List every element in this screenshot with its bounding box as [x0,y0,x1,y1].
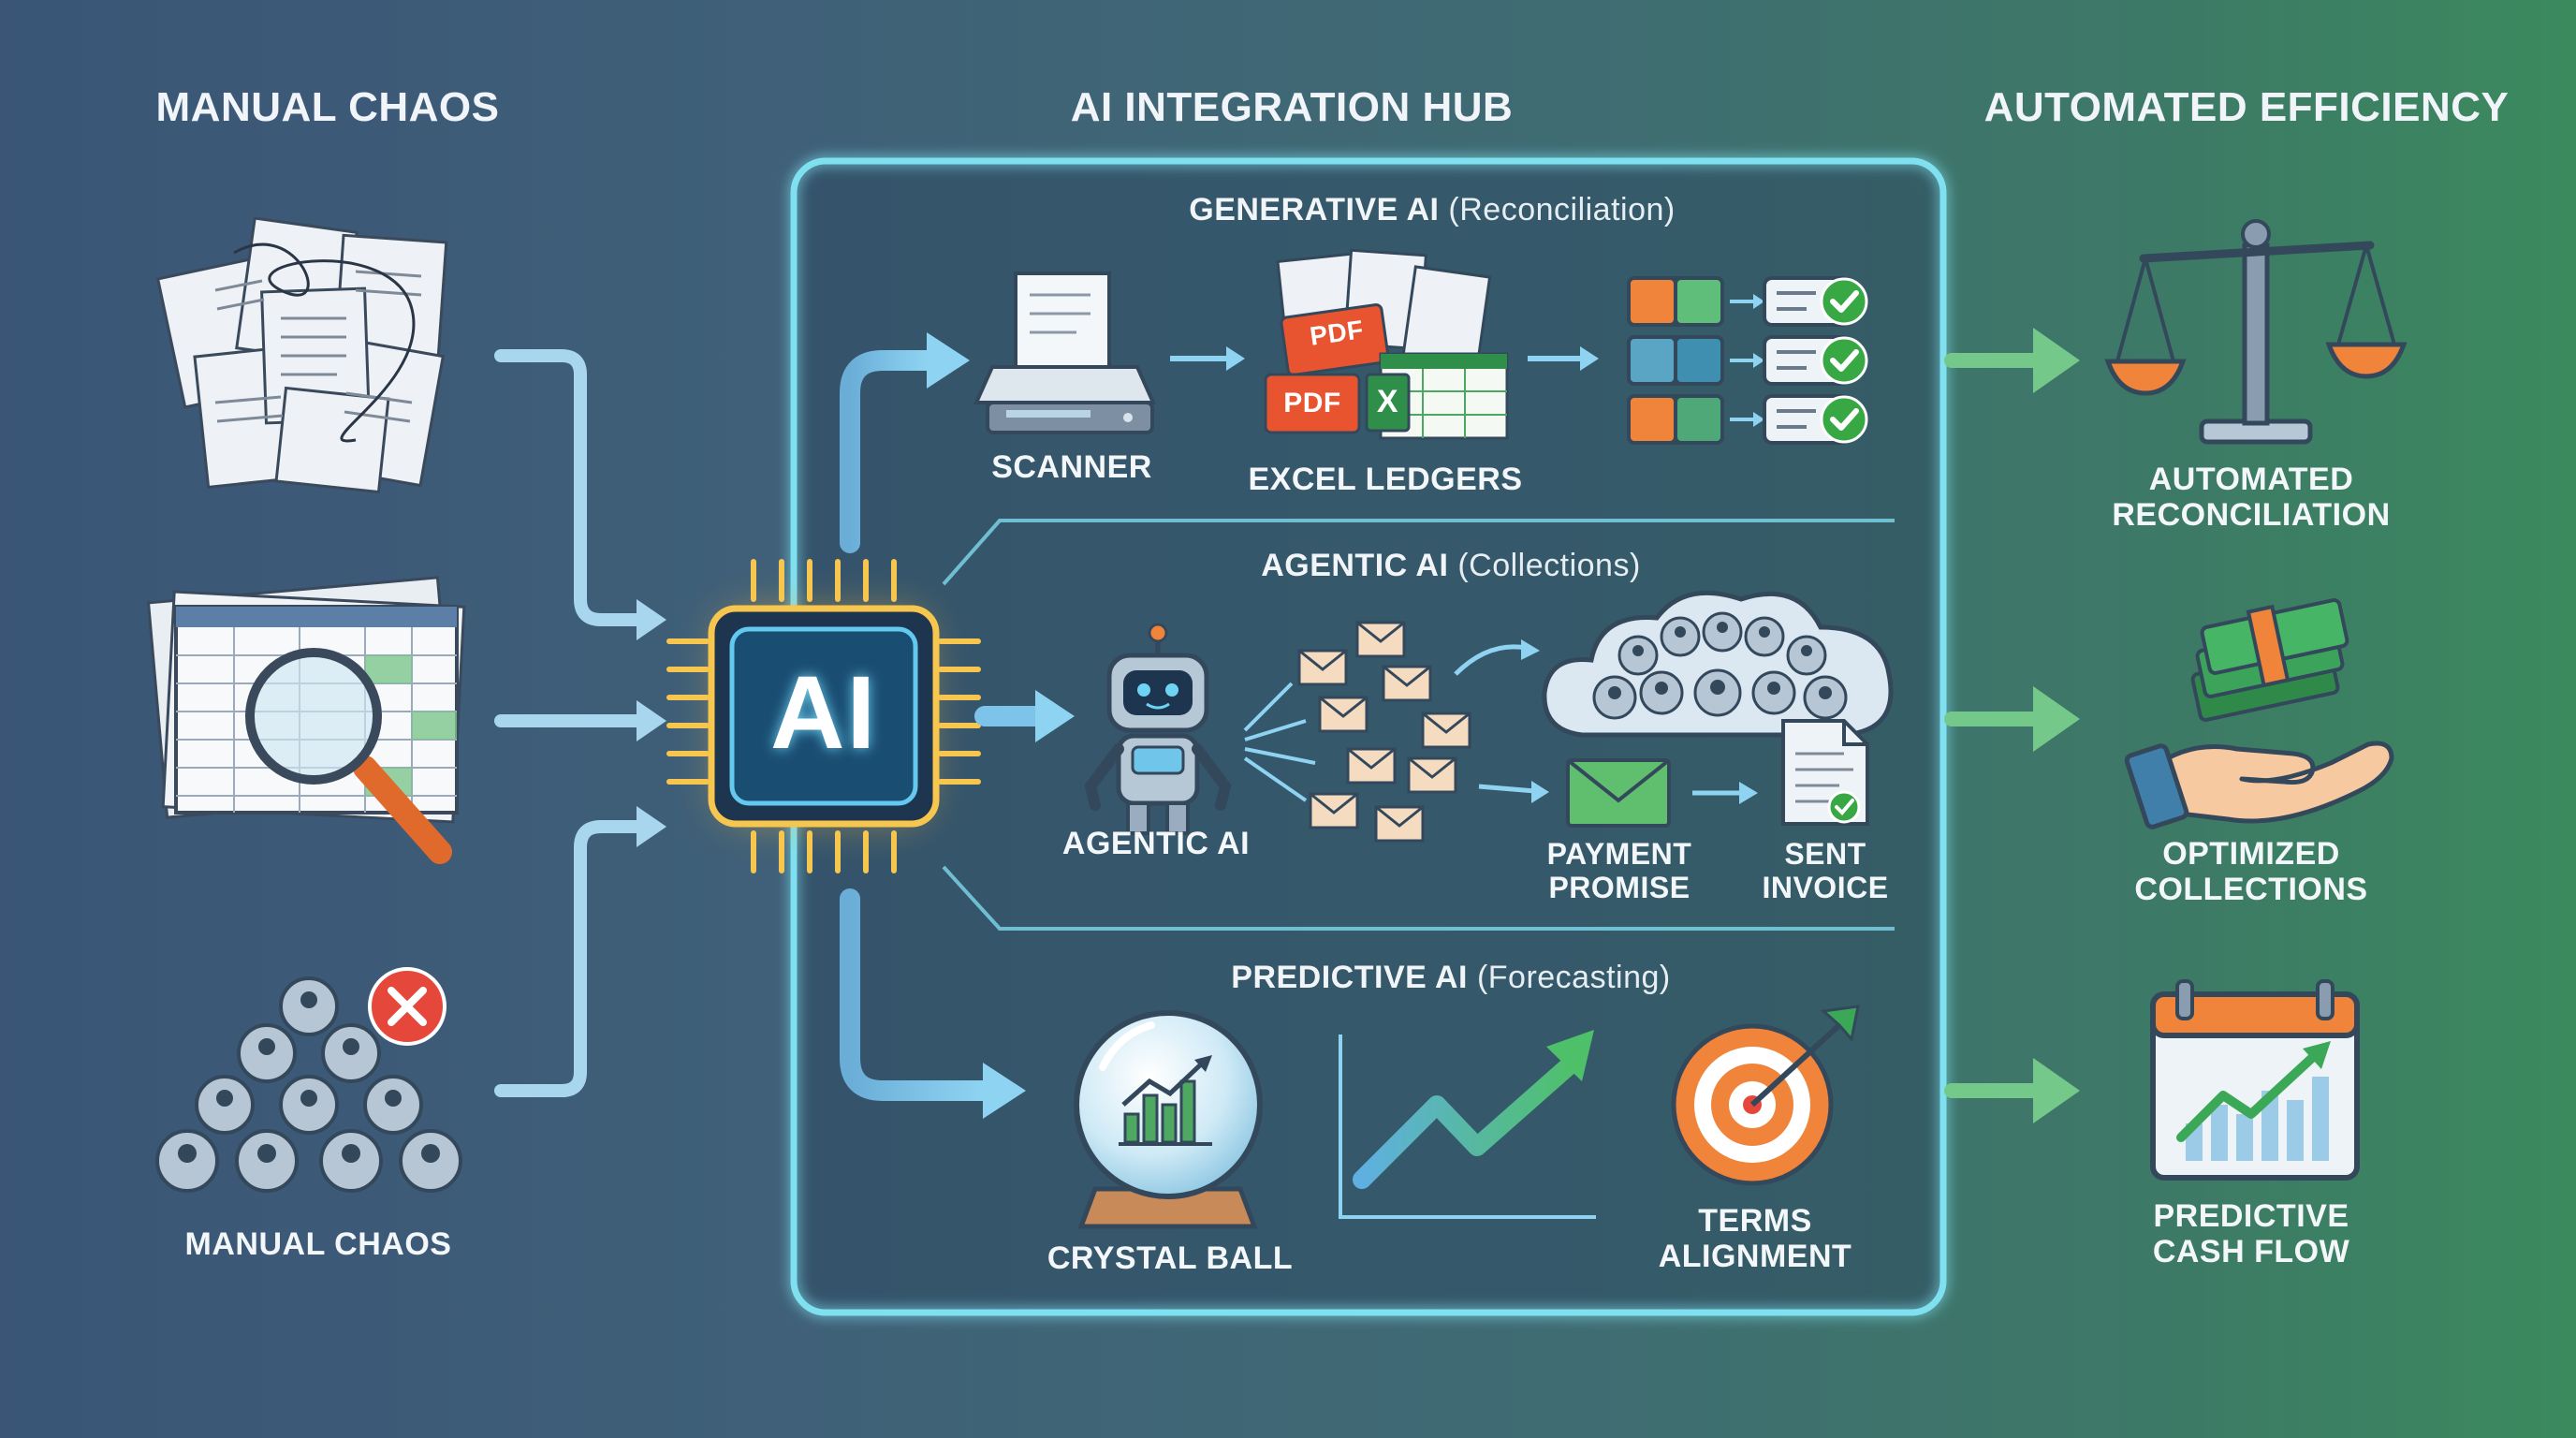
sent-invoice-line2: INVOICE [1762,870,1889,904]
automated-reconciliation-line1: AUTOMATED [2148,462,2354,497]
payment-promise-line2: PROMISE [1548,870,1690,904]
agentic-robot-label: AGENTIC AI [1061,826,1251,861]
money-stack-hand-icon [2124,598,2394,829]
target-icon [1671,1005,1860,1186]
ai-chip-icon [666,559,981,873]
mail-to-cloud-arrows [1454,644,1536,794]
customer-cloud-icon [1542,590,1894,738]
sent-invoice-icon [1781,719,1869,826]
pdf-badge-front: PDF [1283,388,1341,418]
predictive-ai-heading: PREDICTIVE AI (Forecasting) [1123,960,1778,995]
excel-ledgers-label: EXCEL LEDGERS [1248,462,1523,497]
sent-invoice-line1: SENT [1784,837,1866,871]
excel-badge: X [1376,384,1399,419]
generative-ai-subtitle: (Reconciliation) [1448,192,1676,227]
outgoing-mail-arrows [1243,682,1316,802]
left-column-header: MANUAL CHAOS [155,84,500,130]
robot-icon [1084,623,1232,835]
output-arrowheads [2033,328,2080,1123]
crystal-ball-icon [1074,1010,1263,1229]
balance-scale-icon [2104,219,2408,445]
right-column-header: AUTOMATED EFFICIENCY [1983,84,2510,130]
predictive-ai-subtitle: (Forecasting) [1476,960,1671,995]
terms-alignment-line2: ALIGNMENT [1658,1239,1852,1275]
crystal-ball-label: CRYSTAL BALL [1046,1240,1294,1276]
growth-trend-chart-icon [1339,1030,1596,1219]
payment-promise-envelope-icon [1566,758,1671,828]
manual-chaos-label: MANUAL CHAOS [184,1226,452,1262]
agentic-ai-heading: AGENTIC AI (Collections) [1123,548,1778,583]
agentic-ai-title: AGENTIC AI [1261,548,1449,583]
automated-reconciliation-line2: RECONCILIATION [2112,497,2391,534]
generative-ai-title: GENERATIVE AI [1189,192,1440,227]
matching-records-icon [1627,276,1868,445]
terms-alignment-line1: TERMS [1698,1203,1812,1239]
excel-ledgers-icon [1264,248,1509,440]
crowd-of-people-icon [155,967,462,1193]
payment-promise-line1: PAYMENT [1546,837,1692,871]
spreadsheet-magnifier-icon [146,576,466,864]
predictive-ai-title: PREDICTIVE AI [1231,960,1468,995]
predictive-cash-flow-line2: CASH FLOW [2152,1234,2350,1270]
scattered-papers-icon [155,216,448,494]
output-arrows [1944,353,2043,1098]
hub-branch-arrowheads [927,332,1075,1119]
cash-flow-calendar-icon [2150,979,2360,1181]
optimized-collections-line1: OPTIMIZED [2162,836,2340,872]
input-arrows [494,349,652,1097]
optimized-collections-line2: COLLECTIONS [2134,872,2368,908]
generative-ai-heading: GENERATIVE AI (Reconciliation) [1086,192,1778,227]
ai-chip-label: AI [770,655,877,770]
hub-branch-arrows [840,350,1047,1101]
hub-header: AI INTEGRATION HUB [1070,84,1514,130]
scanner-label: SCANNER [991,449,1152,485]
email-envelopes-icon [1297,621,1471,843]
agentic-ai-subtitle: (Collections) [1457,548,1641,583]
scanner-icon [973,271,1157,434]
input-arrowheads [637,599,666,847]
predictive-cash-flow-line1: PREDICTIVE [2153,1198,2349,1234]
